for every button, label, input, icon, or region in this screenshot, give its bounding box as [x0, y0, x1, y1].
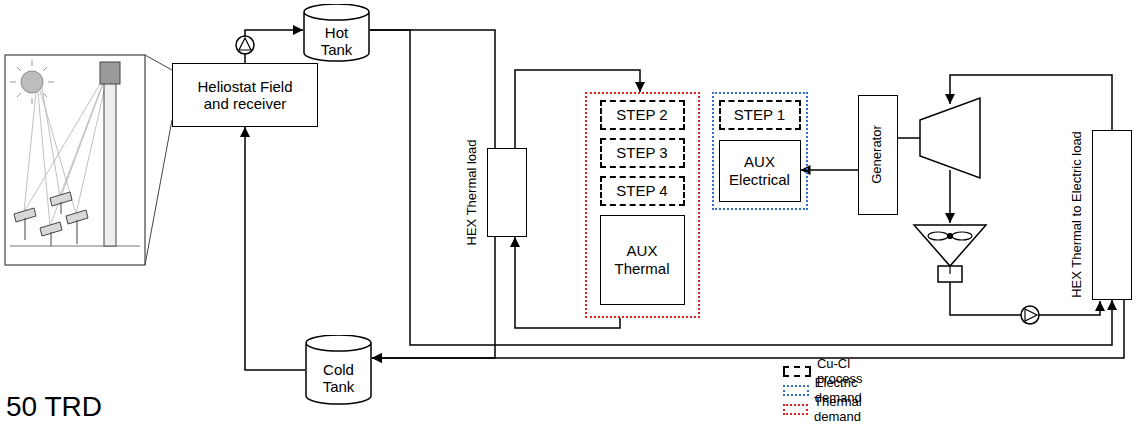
electric-demand-group: STEP 1 AUX Electrical — [712, 92, 808, 210]
node-label: STEP 1 — [734, 106, 785, 123]
process-step: STEP 1 — [719, 100, 801, 130]
process-step: STEP 4 — [600, 176, 685, 206]
heat-exchanger: HEX Thermal to Electric load — [1092, 130, 1132, 300]
node-label: STEP 2 — [616, 106, 667, 123]
process-step: STEP 3 — [600, 138, 685, 168]
storage-tank: Cold Tank — [305, 335, 372, 405]
node-label: AUX Electrical — [723, 153, 797, 188]
tank-shape — [304, 4, 369, 61]
power-cycle-lines — [898, 75, 1112, 315]
node-label: HEX Thermal load — [465, 139, 480, 245]
flow-connector — [801, 169, 859, 171]
node-label: Heliostat Field and receiver — [190, 78, 300, 113]
node-label: Cold Tank — [315, 361, 362, 396]
node-label: Hot Tank — [313, 24, 360, 59]
condenser-symbol — [914, 225, 986, 282]
auxiliary-box: AUX Electrical — [719, 140, 801, 202]
node-label: AUX Thermal — [606, 242, 679, 277]
node-label: HEX Thermal to Electric load — [1069, 131, 1084, 298]
flow-connector — [372, 237, 495, 358]
heat-exchanger: HEX Thermal load — [487, 148, 527, 237]
legend-text: Thermal demand — [814, 395, 875, 425]
legend: Cu-Cl processElectric demandThermal dema… — [783, 362, 875, 419]
flow-connector — [370, 30, 1112, 345]
generator-box: Generator — [858, 95, 898, 215]
auxiliary-box: AUX Thermal — [600, 215, 685, 305]
legend-swatch-dashed — [783, 366, 811, 377]
process-box: Heliostat Field and receiver — [172, 63, 318, 127]
zoom-lines — [145, 55, 172, 265]
pump-symbol — [236, 36, 254, 54]
legend-swatch-blue — [783, 385, 809, 396]
tank-shape — [306, 335, 371, 404]
flow-connector — [370, 30, 495, 148]
legend-swatch-red — [783, 404, 808, 415]
flow-connector — [245, 127, 305, 370]
pump-symbol — [1021, 306, 1039, 324]
flow-connector — [372, 300, 1124, 358]
figure-label: 50 TRD — [6, 391, 102, 423]
process-step: STEP 2 — [600, 100, 685, 130]
legend-row: Thermal demand — [783, 400, 875, 419]
node-label: STEP 3 — [616, 144, 667, 161]
flow-connector — [245, 30, 303, 63]
storage-tank: Hot Tank — [303, 4, 370, 62]
thermal-demand-group: STEP 2 STEP 3 STEP 4 AUX Thermal — [585, 92, 700, 318]
solar-field-illustration — [5, 55, 145, 265]
node-label: Generator — [870, 125, 885, 184]
turbine-symbol — [920, 98, 980, 178]
node-label: STEP 4 — [616, 182, 667, 199]
